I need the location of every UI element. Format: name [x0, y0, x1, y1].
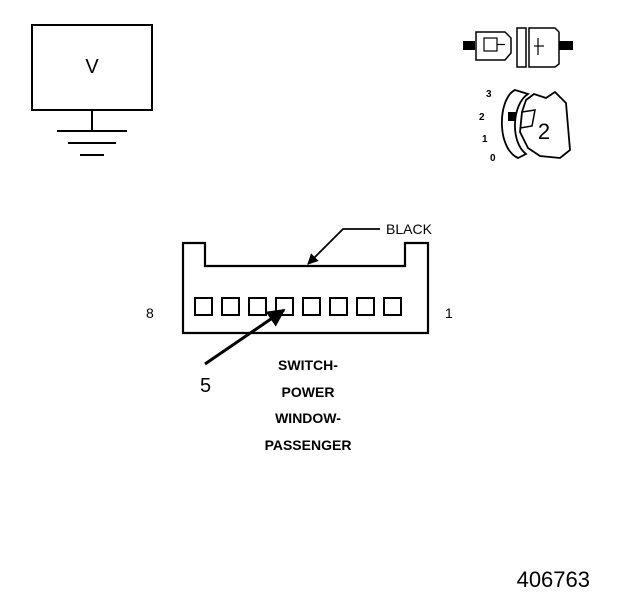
pin-cavity [221, 297, 240, 316]
selector-pos-2: 2 [479, 112, 485, 123]
pin-cavity [356, 297, 375, 316]
selector-knob-icon: 3 2 1 0 2 [479, 89, 571, 164]
connector-name-line: WINDOW- [275, 410, 341, 426]
pin-cavity [383, 297, 402, 316]
pin-callout-label: 5 [200, 375, 211, 397]
connector-outline [181, 241, 430, 335]
pin-callout-arrow [204, 308, 286, 366]
selector-pos-3: 3 [486, 89, 492, 100]
ground-icon [57, 130, 127, 156]
connector-probe-icon [463, 27, 573, 68]
connector-name-line: POWER [282, 384, 335, 400]
pin-cavity [302, 297, 321, 316]
pin-cavity [194, 297, 213, 316]
connector-pins [194, 297, 402, 316]
color-leader-line [307, 228, 380, 265]
connector: BLACK 8 1 5 [146, 221, 453, 397]
selector-pos-0: 0 [490, 153, 496, 164]
pin-cavity [248, 297, 267, 316]
connector-name-line: PASSENGER [265, 437, 352, 453]
selector-knob-label: 2 [538, 119, 550, 144]
pin-right-label: 1 [445, 305, 453, 321]
selector-pointer [508, 112, 516, 121]
connector-name: SWITCH- POWER WINDOW- PASSENGER [265, 357, 352, 453]
pin-left-label: 8 [146, 305, 154, 321]
figure-id: 406763 [517, 567, 590, 592]
connector-name-line: SWITCH- [278, 357, 338, 373]
connector-color-label: BLACK [386, 221, 433, 237]
voltmeter-label: V [85, 56, 99, 78]
pin-cavity [329, 297, 348, 316]
voltmeter: V [31, 24, 153, 156]
selector-pos-1: 1 [482, 134, 488, 145]
